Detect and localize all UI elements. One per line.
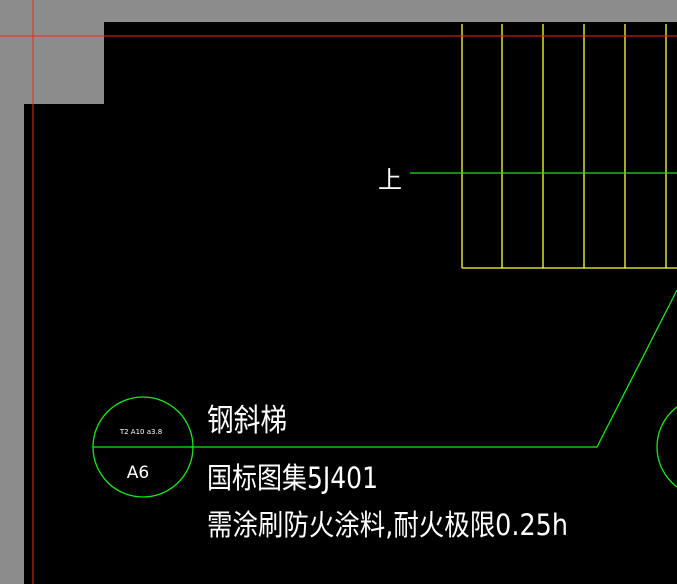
- stair-up-label: 上: [378, 166, 402, 194]
- leader-line: [190, 289, 677, 448]
- section-marker[interactable]: T2 A10 a3.8 A6: [92, 396, 194, 498]
- section-marker-top-text: T2 A10 a3.8: [119, 428, 162, 436]
- note-line-2: 国标图集5J401: [207, 461, 378, 495]
- annotation-notes: 钢斜梯 国标图集5J401 需涂刷防火涂料,耐火极限0.25h: [207, 403, 568, 542]
- note-line-3: 需涂刷防火涂料,耐火极限0.25h: [207, 508, 568, 542]
- note-line-1: 钢斜梯: [207, 403, 287, 439]
- stair-treads: [461, 24, 677, 269]
- section-marker-partial: [656, 406, 677, 488]
- section-marker-bottom-text: A6: [127, 463, 149, 483]
